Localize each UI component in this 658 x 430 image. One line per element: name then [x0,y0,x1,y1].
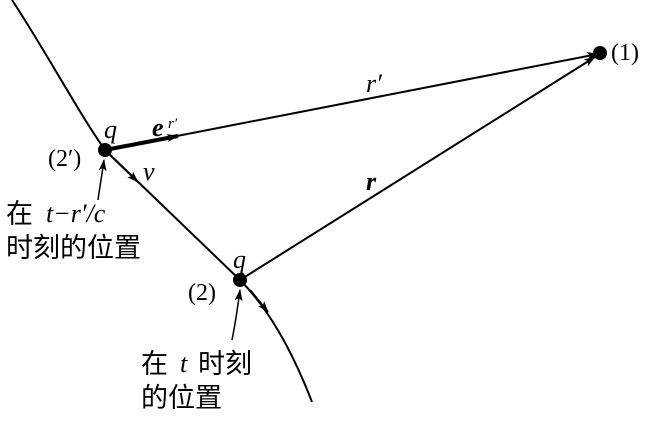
point-1-label: (1) [611,40,639,66]
retarded-caption-line2: 时刻的位置 [6,233,141,264]
velocity-label: v [143,157,155,186]
point-2-dot [233,273,247,287]
present-caption-cn1: 在 [141,349,168,380]
point-2-label: (2) [188,280,216,306]
direction-arrow [249,289,269,313]
present-caption-line2: 的位置 [141,383,222,414]
point-2prime-label: (2′) [48,146,81,172]
present-caption-math: t [180,349,188,378]
present-caption-cn2: 时刻 [198,349,252,380]
point-1-dot [593,46,607,60]
retarded-caption-cn: 在 [6,199,33,230]
r-prime-label: r′ [366,69,382,98]
charge-present-label: q [233,245,246,274]
r-vector-label: r [366,167,377,196]
unit-vector-label: e [152,113,164,142]
unit-vector-arrow [104,134,179,152]
point-2prime-dot [98,143,112,157]
unit-vector-subscript: r′ [168,116,178,132]
pointer-arrow-retarded [97,159,107,201]
pointer-arrow-present [231,289,243,341]
charge-retarded-label: q [104,115,117,144]
r-prime-line [104,52,599,151]
retarded-caption-math: t−r′/c [46,199,106,228]
r-line [239,56,596,281]
velocity-arrow [104,149,139,183]
